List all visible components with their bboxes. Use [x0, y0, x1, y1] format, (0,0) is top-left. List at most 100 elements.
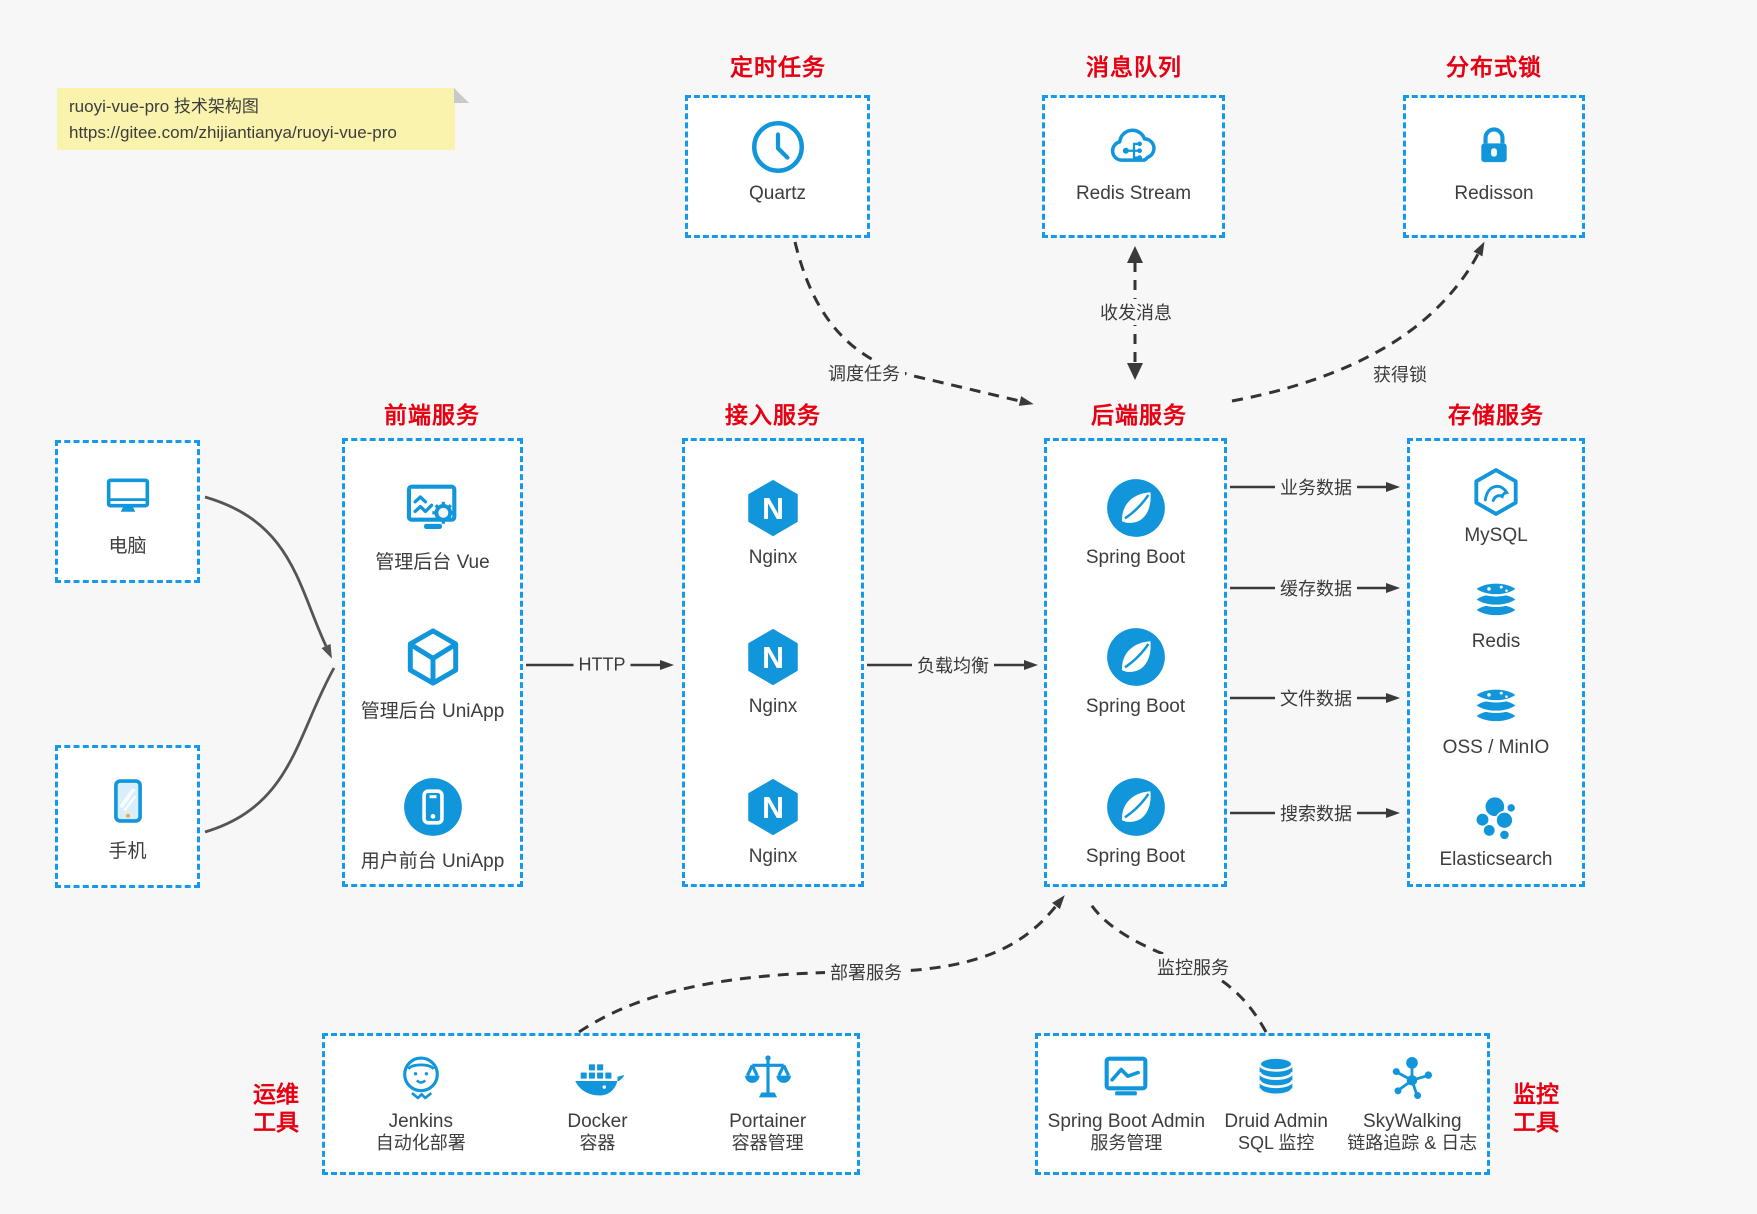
- tool-item: Docker 容器: [567, 1049, 628, 1154]
- svg-text:N: N: [762, 642, 784, 675]
- service-label: OSS / MinIO: [1442, 737, 1550, 758]
- mysql-icon: [1468, 465, 1524, 519]
- quartz-box: Quartz: [685, 95, 870, 238]
- note-url: https://gitee.com/zhijiantianya/ruoyi-vu…: [69, 123, 397, 142]
- skywalking-icon: [1384, 1049, 1440, 1107]
- uniapp-cube-icon: [400, 624, 466, 690]
- node-label: Quartz: [748, 183, 807, 204]
- service-item: 管理后台 UniApp: [345, 624, 520, 723]
- edge-label-file-data: 文件数据: [1275, 685, 1357, 711]
- monitor-tools-box: Spring Boot Admin 服务管理 Druid Admin SQL 监…: [1035, 1033, 1490, 1175]
- edge-label-acquire-lock: 获得锁: [1368, 361, 1432, 387]
- service-item: N Nginx: [685, 624, 861, 718]
- tool-desc: 链路追踪 & 日志: [1347, 1133, 1478, 1153]
- service-label: Spring Boot: [1085, 547, 1186, 568]
- backend-services-box: Spring Boot Spring Boot Spring Boot: [1044, 438, 1227, 887]
- tool-name: Portainer: [729, 1111, 807, 1132]
- service-label: Nginx: [748, 696, 798, 717]
- phone-client-box: 手机: [55, 745, 200, 888]
- lock-icon: [1465, 117, 1523, 177]
- node-label: Redis Stream: [1075, 183, 1192, 204]
- edge-label-search-data: 搜索数据: [1275, 800, 1357, 826]
- tool-name: SkyWalking: [1363, 1111, 1462, 1132]
- node-label: Redisson: [1454, 183, 1534, 204]
- service-label: MySQL: [1464, 525, 1528, 546]
- service-label: 管理后台 Vue: [375, 552, 490, 573]
- desktop-icon: [99, 467, 157, 525]
- springboot-icon: [1103, 475, 1169, 541]
- title-backend-services: 后端服务: [1091, 402, 1187, 428]
- edge-deploy-service: [578, 895, 1065, 1034]
- nginx-icon: N: [740, 624, 806, 690]
- monitor-tools-side-label: 监控 工具: [1513, 1081, 1559, 1135]
- tool-item: Jenkins 自动化部署: [376, 1049, 466, 1154]
- service-label: Elasticsearch: [1439, 849, 1553, 870]
- ops-tools-side-label: 运维 工具: [253, 1081, 299, 1135]
- redis-stack-icon: [1468, 681, 1524, 731]
- edge-label-http: HTTP: [573, 654, 631, 676]
- tool-desc: SQL 监控: [1237, 1133, 1315, 1153]
- service-label: Spring Boot: [1085, 846, 1186, 867]
- admin-monitor-icon: [1097, 1049, 1155, 1107]
- service-label: Redis: [1471, 631, 1521, 652]
- elasticsearch-icon: [1469, 793, 1523, 843]
- redisson-box: Redisson: [1403, 95, 1585, 238]
- service-item: OSS / MinIO: [1410, 681, 1582, 759]
- service-item: MySQL: [1410, 465, 1582, 547]
- edge-monitor-service: [1088, 902, 1268, 1033]
- service-label: Spring Boot: [1085, 696, 1186, 717]
- title-storage-services: 存储服务: [1448, 402, 1544, 428]
- title-distributed-lock: 分布式锁: [1446, 54, 1542, 80]
- nginx-icon: N: [740, 475, 806, 541]
- tool-desc: 容器管理: [731, 1133, 804, 1153]
- nginx-icon: N: [740, 774, 806, 840]
- svg-text:N: N: [762, 493, 784, 526]
- tool-name: Jenkins: [388, 1111, 453, 1132]
- svg-text:N: N: [762, 792, 784, 825]
- service-item: Spring Boot: [1047, 774, 1224, 868]
- service-label: Nginx: [748, 846, 798, 867]
- service-item: 用户前台 UniApp: [345, 774, 520, 873]
- springboot-icon: [1103, 624, 1169, 690]
- edge-acquire-lock: [1231, 241, 1485, 403]
- redis-stack-icon: [1468, 575, 1524, 625]
- tool-desc: 自动化部署: [375, 1133, 466, 1153]
- service-item: Elasticsearch: [1410, 793, 1582, 871]
- clock-icon: [748, 117, 808, 177]
- sticky-note: ruoyi-vue-pro 技术架构图 https://gitee.com/zh…: [57, 88, 469, 150]
- title-frontend-services: 前端服务: [384, 402, 480, 428]
- tool-desc: 服务管理: [1090, 1133, 1163, 1153]
- cloud-mq-icon: [1103, 117, 1165, 177]
- tool-item: Portainer 容器管理: [729, 1049, 806, 1154]
- service-item: Spring Boot: [1047, 475, 1224, 569]
- storage-services-box: MySQL Redis: [1407, 438, 1585, 887]
- edge-label-schedule-task: 调度任务: [823, 360, 905, 386]
- service-item: Spring Boot: [1047, 624, 1224, 718]
- ops-tools-box: Jenkins 自动化部署 Docker 容器: [322, 1033, 860, 1175]
- edge-label-deploy-service: 部署服务: [825, 959, 907, 985]
- service-item: N Nginx: [685, 774, 861, 868]
- edge-pc-to-frontend: [204, 495, 332, 659]
- edge-label-message: 收发消息: [1095, 299, 1177, 325]
- title-gateway-services: 接入服务: [725, 402, 821, 428]
- service-label: 管理后台 UniApp: [360, 701, 505, 722]
- service-item: Redis: [1410, 575, 1582, 653]
- user-uniapp-icon: [400, 774, 466, 840]
- note-fold-corner: [454, 88, 469, 103]
- edge-label-monitor-service: 监控服务: [1152, 954, 1234, 980]
- edge-label-load-balance: 负载均衡: [912, 652, 994, 678]
- tool-item: SkyWalking 链路追踪 & 日志: [1347, 1049, 1477, 1154]
- tool-item: Spring Boot Admin 服务管理: [1048, 1049, 1205, 1154]
- redis-stream-box: Redis Stream: [1042, 95, 1225, 238]
- service-label: 用户前台 UniApp: [360, 851, 505, 872]
- service-item: N Nginx: [685, 475, 861, 569]
- note-title: ruoyi-vue-pro 技术架构图: [69, 97, 259, 116]
- tool-desc: 容器: [579, 1133, 616, 1153]
- edge-label-business-data: 业务数据: [1275, 474, 1357, 500]
- client-label: 电脑: [108, 536, 147, 557]
- springboot-icon: [1103, 774, 1169, 840]
- client-label: 手机: [108, 841, 147, 862]
- service-item: 管理后台 Vue: [345, 475, 520, 574]
- portainer-scales-icon: [739, 1049, 797, 1107]
